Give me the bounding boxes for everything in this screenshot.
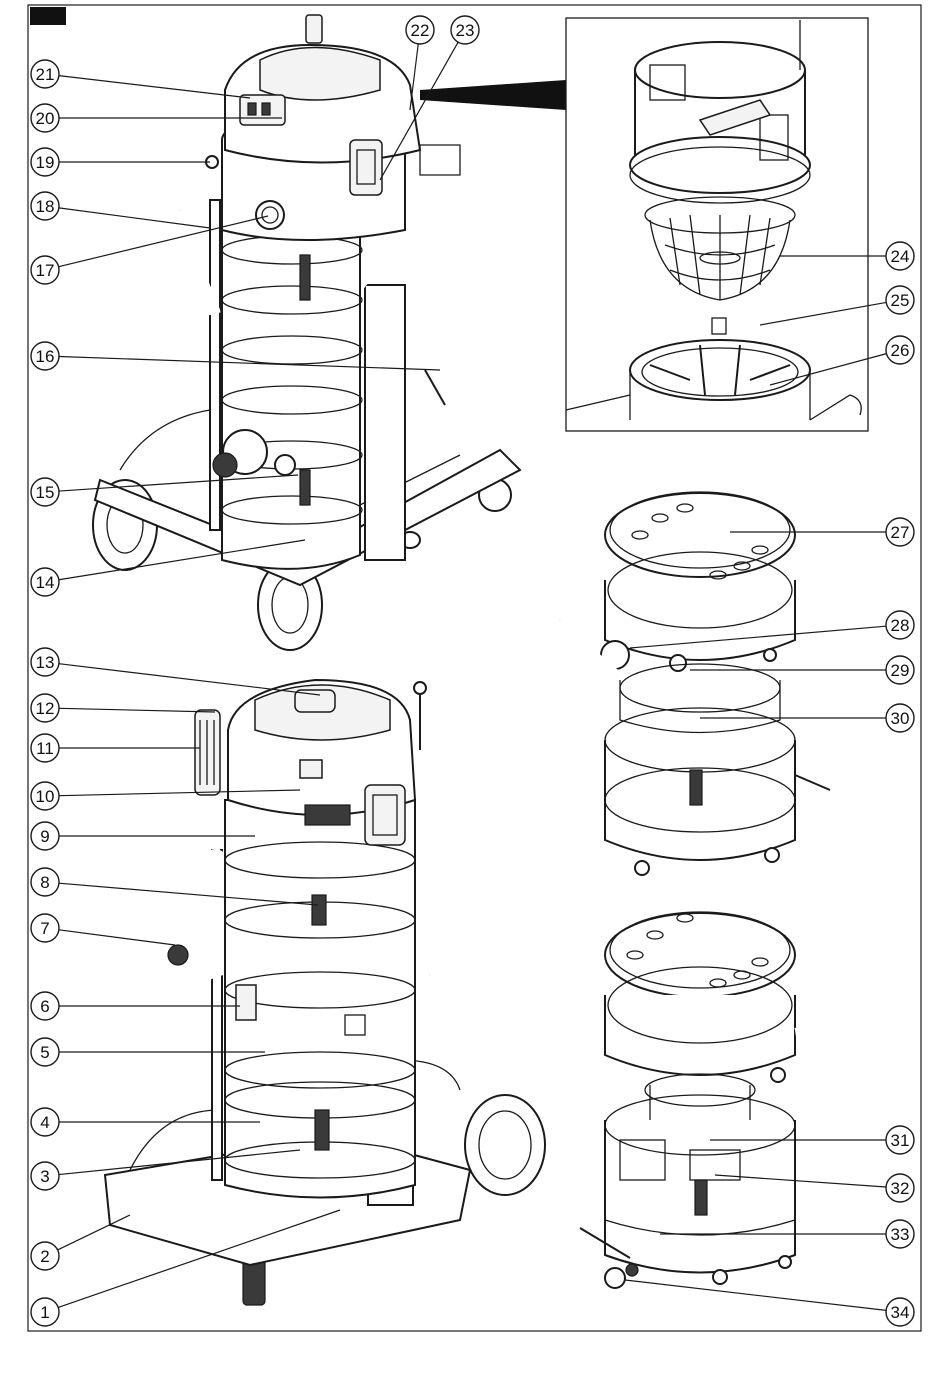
leader-line <box>410 44 418 110</box>
vacuum-lower-view <box>105 680 545 1305</box>
exploded-view-lower <box>580 912 845 1288</box>
exploded-view-middle <box>550 492 830 875</box>
callout-number: 11 <box>36 739 54 758</box>
callout-30: 30 <box>700 704 914 732</box>
callout-number: 12 <box>36 699 55 718</box>
callout-number: 18 <box>36 197 55 216</box>
callout-number: 9 <box>40 827 49 846</box>
leader-line <box>59 208 210 228</box>
callout-number: 30 <box>891 709 910 728</box>
callout-number: 26 <box>891 341 910 360</box>
callout-number: 16 <box>36 347 55 366</box>
callout-number: 7 <box>40 919 49 938</box>
callout-number: 32 <box>891 1179 910 1198</box>
callout-number: 29 <box>891 661 910 680</box>
leader-line <box>625 1280 886 1310</box>
callout-number: 28 <box>891 616 910 635</box>
leader-line <box>59 76 250 98</box>
callout-number: 4 <box>40 1113 49 1132</box>
callout-number: 1 <box>40 1303 49 1322</box>
callout-6: 6 <box>31 992 240 1020</box>
callout-number: 34 <box>891 1303 910 1322</box>
callout-number: 5 <box>40 1043 49 1062</box>
callout-11: 11 <box>31 734 200 762</box>
callout-number: 14 <box>36 573 55 592</box>
callout-number: 25 <box>891 291 910 310</box>
vacuum-upper-view <box>93 15 520 650</box>
callout-12: 12 <box>31 694 215 722</box>
callout-number: 17 <box>36 261 55 280</box>
callout-number: 15 <box>36 483 55 502</box>
callout-number: 20 <box>36 109 55 128</box>
leader-line <box>59 664 320 695</box>
callout-number: 19 <box>36 153 55 172</box>
callout-number: 8 <box>40 873 49 892</box>
callout-19: 19 <box>31 148 210 176</box>
callout-number: 3 <box>40 1167 49 1186</box>
detail-pointer <box>420 80 566 110</box>
callout-number: 24 <box>891 247 910 266</box>
callout-number: 21 <box>36 65 55 84</box>
callout-number: 22 <box>411 21 430 40</box>
filter-detail-box <box>566 18 868 431</box>
callout-9: 9 <box>31 822 255 850</box>
callout-21: 21 <box>31 60 250 98</box>
callout-number: 23 <box>456 21 475 40</box>
leader-line <box>58 1215 130 1250</box>
callout-number: 31 <box>891 1131 910 1150</box>
callout-number: 27 <box>891 523 910 542</box>
callout-34: 34 <box>625 1280 914 1326</box>
callout-number: 10 <box>36 787 55 806</box>
leader-line <box>59 708 215 712</box>
callout-29: 29 <box>690 656 914 684</box>
callout-number: 13 <box>36 653 55 672</box>
callout-number: 6 <box>40 997 49 1016</box>
callout-number: 33 <box>891 1225 910 1244</box>
section-marker <box>30 7 66 25</box>
callout-number: 2 <box>40 1247 49 1266</box>
